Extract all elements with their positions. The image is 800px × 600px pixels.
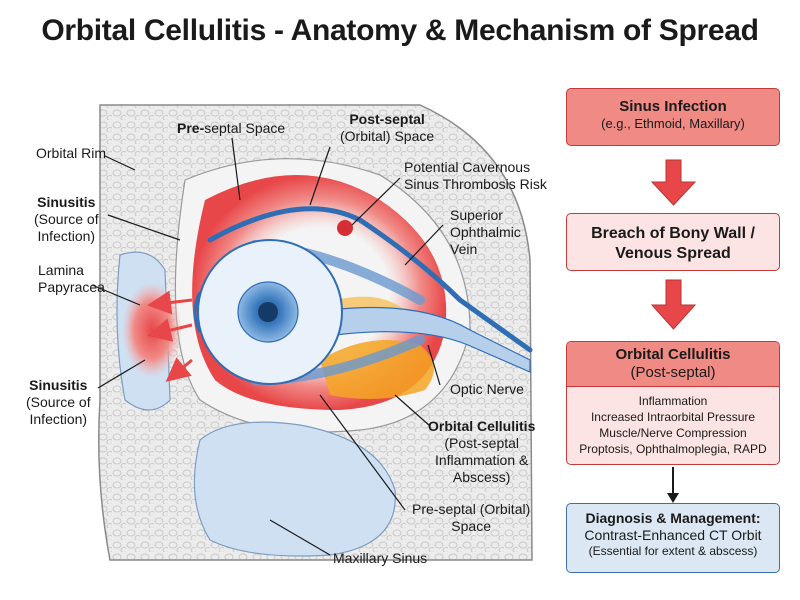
flow-box-1-heading: Sinus Infection	[619, 98, 727, 115]
flow-arrow-2	[650, 279, 697, 330]
list-item: Proptosis, Ophthalmoplegia, RAPD	[579, 442, 767, 456]
flow-box-3-sub: (Post-septal)	[630, 364, 716, 381]
flow-box-diagnosis: Diagnosis & Management: Contrast-Enhance…	[566, 503, 780, 573]
list-item: Inflammation	[638, 394, 708, 408]
flow-box-4-main: Contrast-Enhanced CT Orbit	[584, 527, 762, 543]
flow-box-4-sub: (Essential for extent & abscess)	[588, 544, 758, 558]
label-superior-ophthalmic-vein: Superior Ophthalmic Vein	[450, 207, 521, 257]
label-sinusitis-bottom: Sinusitis (Source of Infection)	[26, 377, 91, 427]
label-orbital-cellulitis: Orbital Cellulitis (Post-septal Inflamma…	[428, 418, 536, 485]
flow-box-breach: Breach of Bony Wall / Venous Spread	[566, 213, 780, 271]
label-postseptal-space: Post-septal (Orbital) Space	[340, 111, 435, 144]
optic-nerve	[329, 306, 531, 373]
label-preseptal-space: Pre-septal Space	[177, 120, 286, 136]
flow-box-sinus-infection: Sinus Infection (e.g., Ethmoid, Maxillar…	[566, 88, 780, 146]
flow-box-1-sub: (e.g., Ethmoid, Maxillary)	[601, 116, 745, 131]
leader-lines	[91, 137, 444, 556]
label-orbital-rim: Orbital Rim	[36, 145, 107, 161]
label-maxillary-sinus: Maxillary Sinus	[333, 550, 428, 566]
label-sinusitis-top: Sinusitis (Source of Infection)	[34, 194, 99, 244]
abscess	[320, 340, 434, 399]
pupil	[258, 302, 278, 322]
list-item: Increased Intraorbital Pressure	[590, 410, 756, 424]
page-title: Orbital Cellulitis - Anatomy & Mechanism…	[41, 14, 759, 47]
flow-box-orbital-cellulitis: Orbital Cellulitis (Post-septal) Inflamm…	[566, 341, 780, 465]
thrombosis-spot	[337, 220, 353, 236]
label-preseptal-bottom: Pre-septal (Orbital) Space	[412, 501, 531, 534]
list-item: Muscle/Nerve Compression	[599, 426, 747, 440]
flow-box-4-heading: Diagnosis & Management:	[585, 510, 761, 526]
maxillary-sinus	[193, 421, 396, 557]
flow-box-3-list: Inflammation Increased Intraorbital Pres…	[567, 387, 779, 457]
label-optic-nerve: Optic Nerve	[450, 381, 524, 397]
label-lamina-papyracea: Lamina Papyracea	[38, 262, 105, 295]
flow-arrow-1	[650, 159, 697, 206]
flow-box-2-line1: Breach of Bony Wall /	[591, 225, 755, 242]
label-cavernous-risk: Potential Cavernous Sinus Thrombosis Ris…	[404, 159, 547, 192]
superior-ophthalmic-vein	[207, 206, 533, 353]
flow-box-2-line2: Venous Spread	[615, 245, 731, 262]
flow-box-3-heading: Orbital Cellulitis	[615, 346, 731, 363]
